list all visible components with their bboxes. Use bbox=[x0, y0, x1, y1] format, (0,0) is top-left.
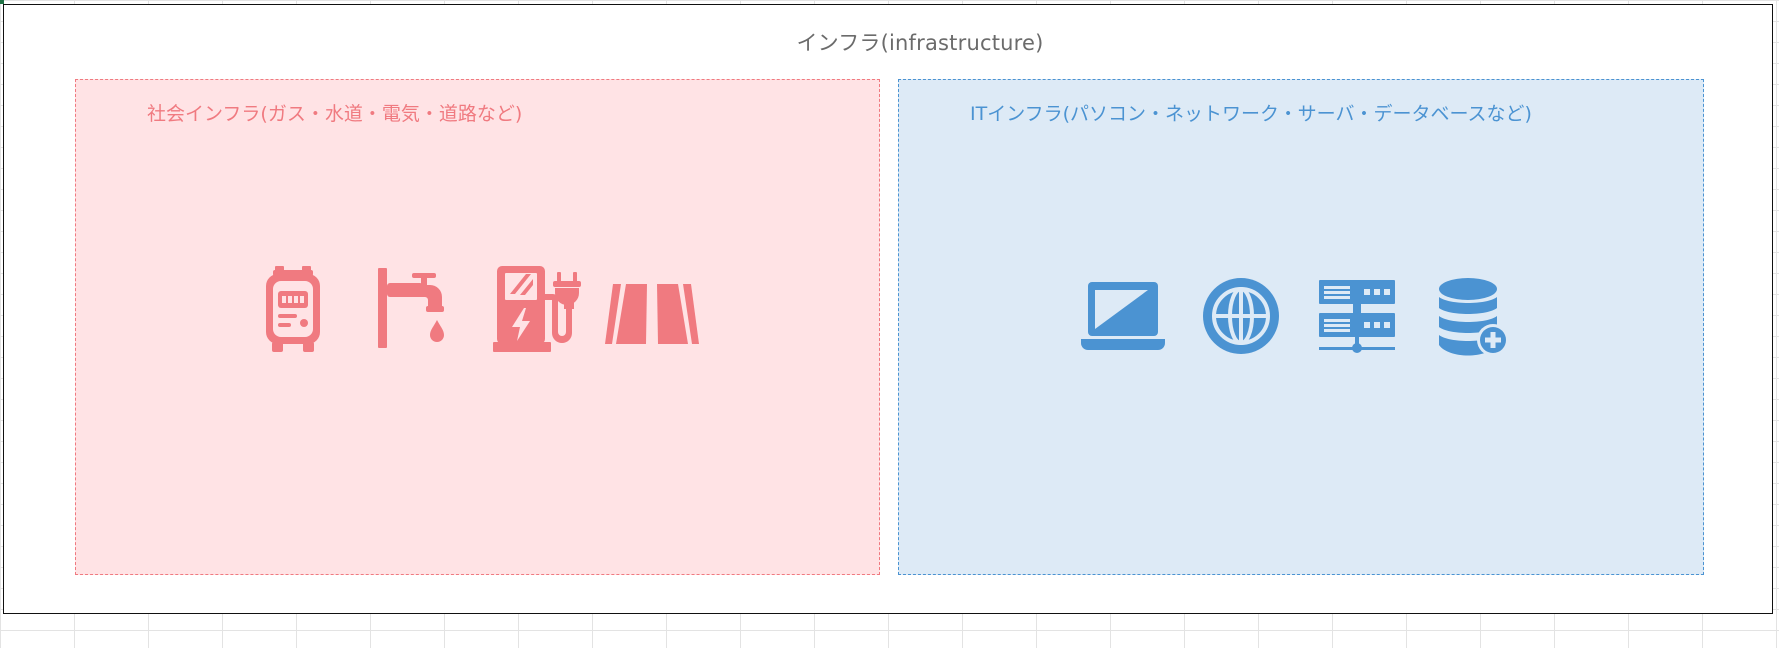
infrastructure-diagram-frame[interactable]: インフラ(infrastructure) 社会インフラ(ガス・水道・電気・道路な… bbox=[3, 4, 1773, 614]
gas-meter-icon bbox=[266, 266, 320, 352]
it-infrastructure-panel[interactable]: ITインフラ(パソコン・ネットワーク・サーバ・データベースなど) bbox=[898, 79, 1704, 575]
database-add-icon bbox=[1439, 278, 1509, 356]
road-icon bbox=[605, 284, 699, 344]
social-infrastructure-panel[interactable]: 社会インフラ(ガス・水道・電気・道路など) bbox=[75, 79, 880, 575]
ev-charging-station-icon bbox=[493, 266, 581, 352]
server-icon bbox=[1319, 280, 1395, 354]
diagram-title: インフラ(infrastructure) bbox=[796, 31, 1044, 55]
active-cell-marker bbox=[0, 0, 4, 4]
it-infrastructure-title: ITインフラ(パソコン・ネットワーク・サーバ・データベースなど) bbox=[970, 103, 1532, 125]
social-infrastructure-title: 社会インフラ(ガス・水道・電気・道路など) bbox=[147, 103, 523, 125]
globe-network-icon bbox=[1203, 278, 1279, 354]
laptop-icon bbox=[1081, 282, 1165, 350]
water-faucet-icon bbox=[378, 268, 444, 348]
